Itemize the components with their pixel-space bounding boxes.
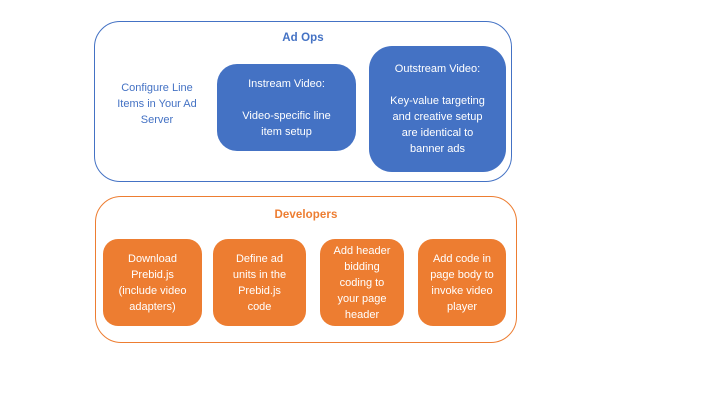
- configure-line-items-note: Configure Line Items in Your Ad Server: [117, 82, 197, 126]
- instream-video-box-title: Instream Video:: [248, 77, 325, 90]
- developers-title: Developers: [274, 209, 338, 221]
- instream-video-box: Instream Video: Video-specific line item…: [217, 64, 356, 151]
- define-ad-units-box: Define ad units in the Prebid.js code: [213, 239, 306, 326]
- outstream-video-box: Outstream Video: Key-value targeting and…: [369, 46, 506, 172]
- add-page-body-code-box: Add code in page body to invoke video pl…: [418, 239, 506, 326]
- download-prebid-box: Download Prebid.js (include video adapte…: [103, 239, 202, 326]
- instream-video-box-body: Video-specific line item setup: [242, 109, 331, 138]
- developers-container: Developers Download Prebid.js (include v…: [95, 196, 517, 343]
- add-header-bidding-box: Add header bidding coding to your page h…: [320, 239, 404, 326]
- outstream-video-box-body: Key-value targeting and creative setup a…: [390, 95, 485, 155]
- ad-ops-container: Ad Ops Configure Line Items in Your Ad S…: [94, 21, 512, 182]
- outstream-video-box-title: Outstream Video:: [394, 63, 481, 75]
- ad-ops-title: Ad Ops: [282, 32, 324, 44]
